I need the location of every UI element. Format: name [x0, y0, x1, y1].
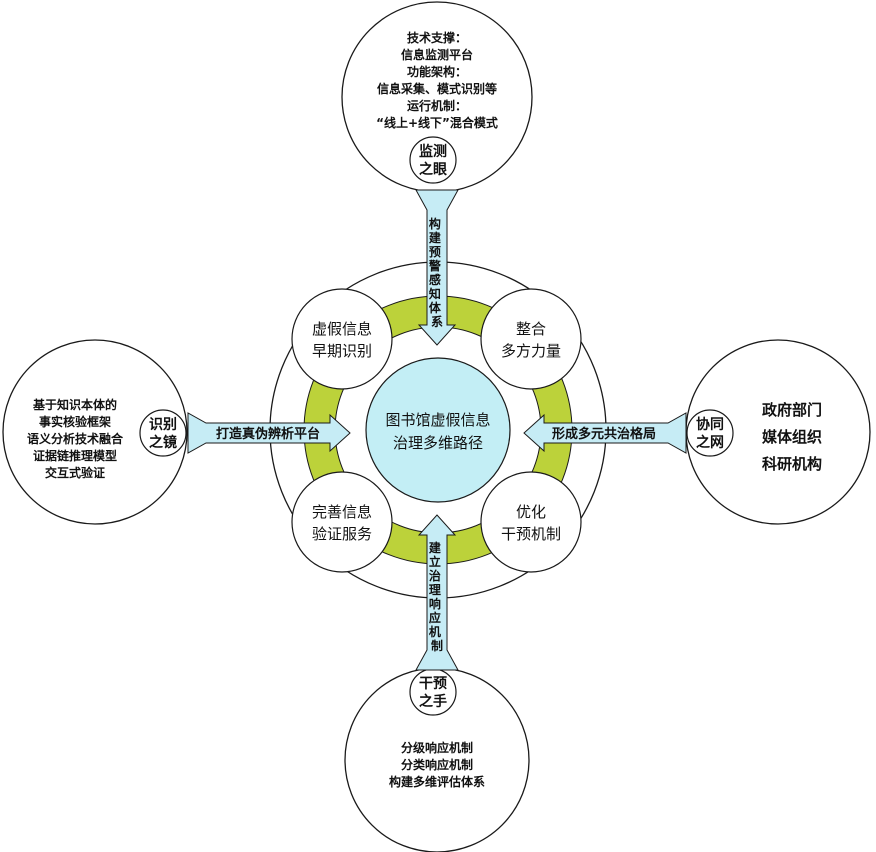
arrow-label-char: 警	[428, 258, 441, 273]
inner-node-verification-service: 完善信息 验证服务	[291, 471, 393, 573]
satellite-line: 分级响应机制	[401, 740, 473, 755]
arrow-label-char: 体	[429, 300, 442, 315]
satellite-line: 事实核验框架	[39, 414, 111, 429]
satellite-line: 技术支撑：	[407, 30, 467, 45]
satellite-line: 基于知识本体的	[32, 397, 117, 412]
satellite-monitoring: 技术支撑： 信息监测平台 功能架构： 信息采集、模式识别等 运行机制： “线上+…	[341, 1, 533, 193]
arrow-label-top: 构 建 预 警 感 知 体 系	[428, 216, 445, 329]
satellite-line: 信息采集、模式识别等	[377, 81, 497, 96]
inner-node-label: 整合	[516, 320, 546, 338]
satellite-line: 分类响应机制	[401, 757, 473, 772]
arrow-label-char: 治	[429, 568, 441, 583]
satellite-line: “线上+线下”混合模式	[376, 115, 498, 130]
satellite-line: 语义分析技术融合	[27, 431, 124, 446]
arrow-label-char: 系	[431, 314, 443, 329]
inner-node-label: 完善信息	[312, 503, 372, 521]
satellite-line: 功能架构：	[407, 64, 467, 79]
satellite-collaboration: 政府部门 媒体组织 科研机构 协同 之网	[685, 339, 871, 525]
center-line-1: 图书馆虚假信息	[385, 411, 490, 429]
satellite-intervention: 干预 之手 分级响应机制 分类响应机制 构建多维评估体系	[344, 667, 530, 852]
arrow-right-left	[523, 412, 687, 454]
arrow-label-char: 构	[429, 216, 441, 231]
inner-node-integrate-forces: 整合 多方力量	[480, 288, 582, 390]
inner-node-label: 优化	[516, 503, 546, 521]
badge-line: 干预	[419, 676, 447, 692]
arrow-label-bottom: 建 立 治 理 响 应 机 制	[428, 540, 445, 653]
arrow-label-char: 应	[429, 610, 441, 625]
arrow-top-down	[415, 189, 459, 346]
satellite-identification: 基于知识本体的 事实核验框架 语义分析技术融合 证据链推理模型 交互式验证 识别…	[2, 339, 188, 525]
badge-line: 识别	[149, 417, 177, 433]
satellite-line: 构建多维评估体系	[389, 774, 485, 789]
arrow-label-char: 预	[429, 245, 441, 259]
arrow-left-right	[187, 412, 351, 454]
center-circle	[365, 357, 511, 503]
inner-node-label: 多方力量	[501, 342, 561, 360]
satellite-line: 证据链推理模型	[33, 448, 117, 463]
satellite-line: 媒体组织	[762, 428, 822, 446]
badge-line: 之眼	[419, 161, 447, 178]
badge-line: 之手	[419, 693, 447, 710]
badge-line: 之网	[696, 434, 724, 451]
inner-node-early-identification: 虚假信息 早期识别	[291, 288, 393, 390]
satellite-line: 交互式验证	[45, 465, 105, 480]
arrow-label-right: 形成多元共治格局	[552, 426, 656, 442]
inner-node-label: 干预机制	[501, 525, 561, 543]
arrow-label-char: 理	[429, 583, 441, 597]
badge-line: 协同	[696, 416, 724, 433]
arrow-label-char: 机	[429, 624, 441, 639]
arrow-bottom-up	[415, 514, 459, 671]
arrow-label-char: 建	[428, 230, 442, 245]
badge-line: 之镜	[149, 434, 177, 451]
arrow-label-char: 响	[429, 596, 441, 611]
satellite-line: 政府部门	[762, 401, 822, 419]
arrow-label-char: 感	[429, 272, 441, 287]
inner-node-label: 验证服务	[312, 525, 372, 543]
inner-node-intervention-mechanism: 优化 干预机制	[480, 471, 582, 573]
inner-node-label: 早期识别	[312, 342, 372, 360]
arrow-label-char: 建	[428, 540, 442, 555]
center-line-2: 治理多维路径	[393, 434, 483, 452]
satellite-line: 信息监测平台	[401, 47, 473, 62]
badge-circle	[409, 136, 457, 184]
inner-node-label: 虚假信息	[312, 320, 372, 338]
arrow-label-char: 制	[431, 638, 443, 653]
satellite-line: 运行机制：	[407, 98, 467, 113]
arrow-label-left: 打造真伪辨析平台	[216, 426, 320, 442]
badge-circle	[139, 409, 187, 457]
badge-line: 监测	[419, 143, 447, 160]
badge-circle	[686, 409, 734, 457]
satellite-line: 科研机构	[762, 455, 822, 473]
arrow-label-char: 知	[428, 286, 441, 301]
arrow-label-char: 立	[429, 554, 441, 569]
